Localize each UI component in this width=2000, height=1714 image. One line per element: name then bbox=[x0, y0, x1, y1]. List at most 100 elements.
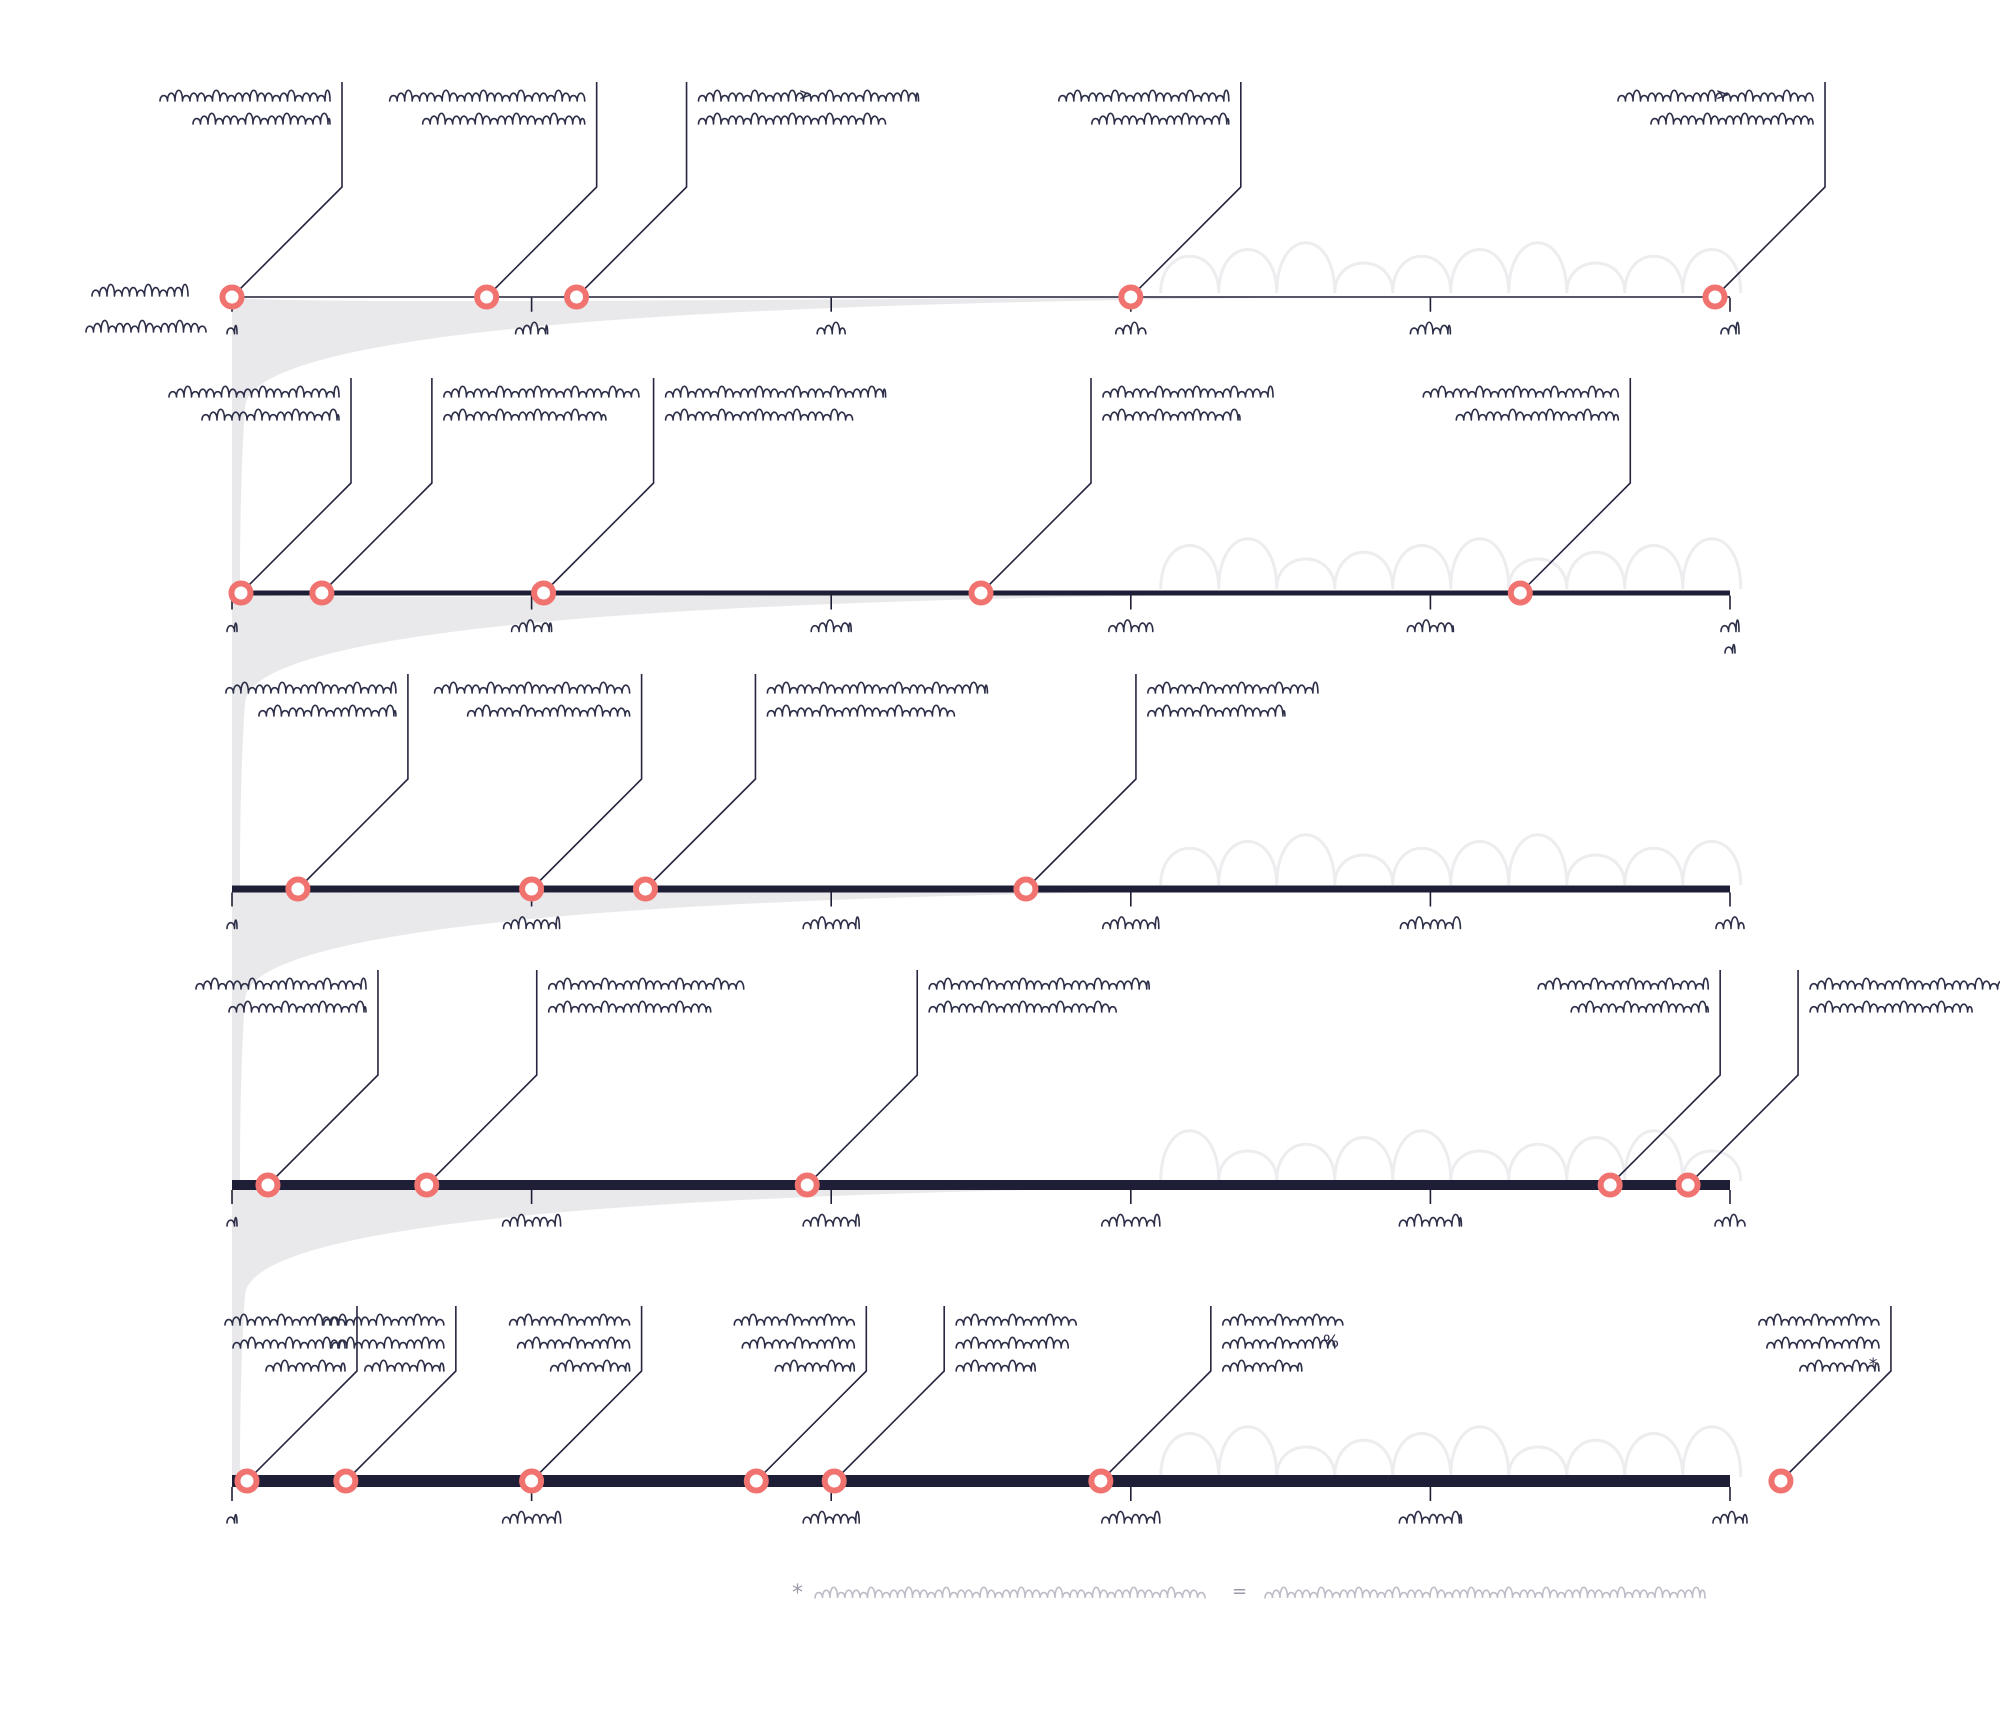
annotation-text bbox=[1091, 112, 1230, 125]
annotation-text bbox=[1455, 408, 1620, 421]
annotation-text bbox=[192, 112, 331, 125]
annotation-leader bbox=[755, 1306, 868, 1482]
tick-label bbox=[1108, 619, 1154, 633]
tick-label bbox=[1712, 1510, 1748, 1524]
tick-label bbox=[1409, 321, 1452, 335]
annotation-text bbox=[516, 1336, 631, 1349]
annotation-symbol: > bbox=[1716, 85, 1730, 105]
tick-label bbox=[1399, 916, 1462, 930]
tick-label bbox=[802, 1213, 860, 1227]
tick-label bbox=[226, 1513, 238, 1524]
annotation-text bbox=[1422, 385, 1620, 398]
annotation-leader bbox=[1519, 378, 1632, 594]
event-marker bbox=[414, 1172, 440, 1198]
annotation-symbol: * bbox=[1869, 1355, 1878, 1375]
annotation-text bbox=[232, 1336, 346, 1349]
annotation-text bbox=[1147, 704, 1286, 717]
funnel-band bbox=[232, 889, 1251, 1185]
annotation-symbol: % bbox=[1323, 1332, 1339, 1352]
annotation-symbol: > bbox=[799, 85, 813, 105]
annotation-text bbox=[364, 1359, 445, 1372]
annotation-leader bbox=[321, 378, 433, 594]
annotation-leader bbox=[1687, 970, 1799, 1186]
annotation-leader bbox=[1780, 1306, 1892, 1482]
annotation-leader bbox=[231, 82, 343, 298]
event-marker bbox=[234, 1468, 260, 1494]
annotation-text bbox=[928, 1000, 1117, 1013]
event-marker bbox=[474, 284, 500, 310]
event-marker bbox=[1597, 1172, 1623, 1198]
annotation-text bbox=[766, 681, 989, 694]
event-marker bbox=[743, 1468, 769, 1494]
event-marker bbox=[309, 580, 335, 606]
tick-label bbox=[226, 324, 238, 335]
event-marker bbox=[794, 1172, 820, 1198]
tick-label bbox=[802, 1510, 860, 1524]
annotation-leader bbox=[575, 82, 688, 298]
annotation-text bbox=[1222, 1313, 1344, 1326]
annotation-leader bbox=[426, 970, 538, 1186]
annotation-text bbox=[766, 704, 956, 717]
event-marker bbox=[519, 876, 545, 902]
annotation-leader bbox=[240, 378, 352, 594]
annotation-text bbox=[733, 1313, 856, 1326]
annotation-text bbox=[421, 112, 586, 125]
tick-label bbox=[1720, 321, 1740, 335]
tick-label bbox=[1720, 619, 1740, 633]
annotation-leader bbox=[1025, 674, 1137, 890]
event-marker bbox=[285, 876, 311, 902]
annotation-leader bbox=[1130, 82, 1242, 298]
tick-label bbox=[1398, 1510, 1463, 1524]
event-marker bbox=[1088, 1468, 1114, 1494]
ghost-watermark bbox=[1159, 241, 1743, 294]
tick-label bbox=[810, 619, 852, 633]
annotation-text bbox=[1650, 112, 1814, 125]
ghost-watermark bbox=[1159, 1129, 1743, 1182]
tick-label bbox=[501, 1510, 562, 1524]
annotation-text bbox=[323, 1313, 445, 1326]
tick-label bbox=[501, 1213, 562, 1227]
annotation-text bbox=[1809, 977, 2000, 990]
annotation-leader bbox=[543, 378, 655, 594]
annotation-text bbox=[258, 704, 397, 717]
event-marker bbox=[255, 1172, 281, 1198]
event-marker bbox=[1702, 284, 1728, 310]
tick-label bbox=[1406, 619, 1455, 633]
annotation-leader bbox=[644, 674, 757, 890]
event-marker bbox=[564, 284, 590, 310]
tick-label bbox=[226, 1216, 238, 1227]
row-label-line-1 bbox=[91, 283, 189, 297]
annotation-text bbox=[159, 89, 331, 102]
annotation-text bbox=[265, 1359, 346, 1372]
annotation-leader bbox=[833, 1306, 945, 1482]
funnel-band bbox=[232, 1331, 240, 1481]
annotation-text bbox=[664, 408, 854, 421]
annotation-text bbox=[433, 681, 631, 694]
tick-label bbox=[502, 916, 561, 930]
event-marker bbox=[531, 580, 557, 606]
annotation-text bbox=[225, 681, 397, 694]
annotation-text bbox=[549, 1359, 631, 1372]
funnel-band bbox=[232, 1185, 1251, 1481]
tick-label bbox=[1724, 643, 1736, 654]
tick-label bbox=[816, 321, 846, 335]
tick-label bbox=[226, 622, 238, 633]
annotation-leader bbox=[267, 970, 379, 1186]
annotation-text bbox=[955, 1313, 1077, 1326]
annotation-text bbox=[1102, 385, 1274, 398]
annotation-leader bbox=[1714, 82, 1826, 298]
annotation-text bbox=[1222, 1359, 1303, 1372]
annotation-text bbox=[928, 977, 1150, 990]
annotation-text bbox=[697, 112, 887, 125]
event-marker bbox=[1013, 876, 1039, 902]
event-marker bbox=[228, 580, 254, 606]
ghost-watermark bbox=[1159, 537, 1743, 590]
annotation-text bbox=[228, 1000, 367, 1013]
event-marker bbox=[333, 1468, 359, 1494]
annotation-text bbox=[1799, 1359, 1880, 1372]
tick-label bbox=[510, 619, 553, 633]
funnel-band bbox=[232, 297, 1251, 593]
tick-label bbox=[1102, 916, 1160, 930]
tick-label bbox=[1398, 1213, 1463, 1227]
